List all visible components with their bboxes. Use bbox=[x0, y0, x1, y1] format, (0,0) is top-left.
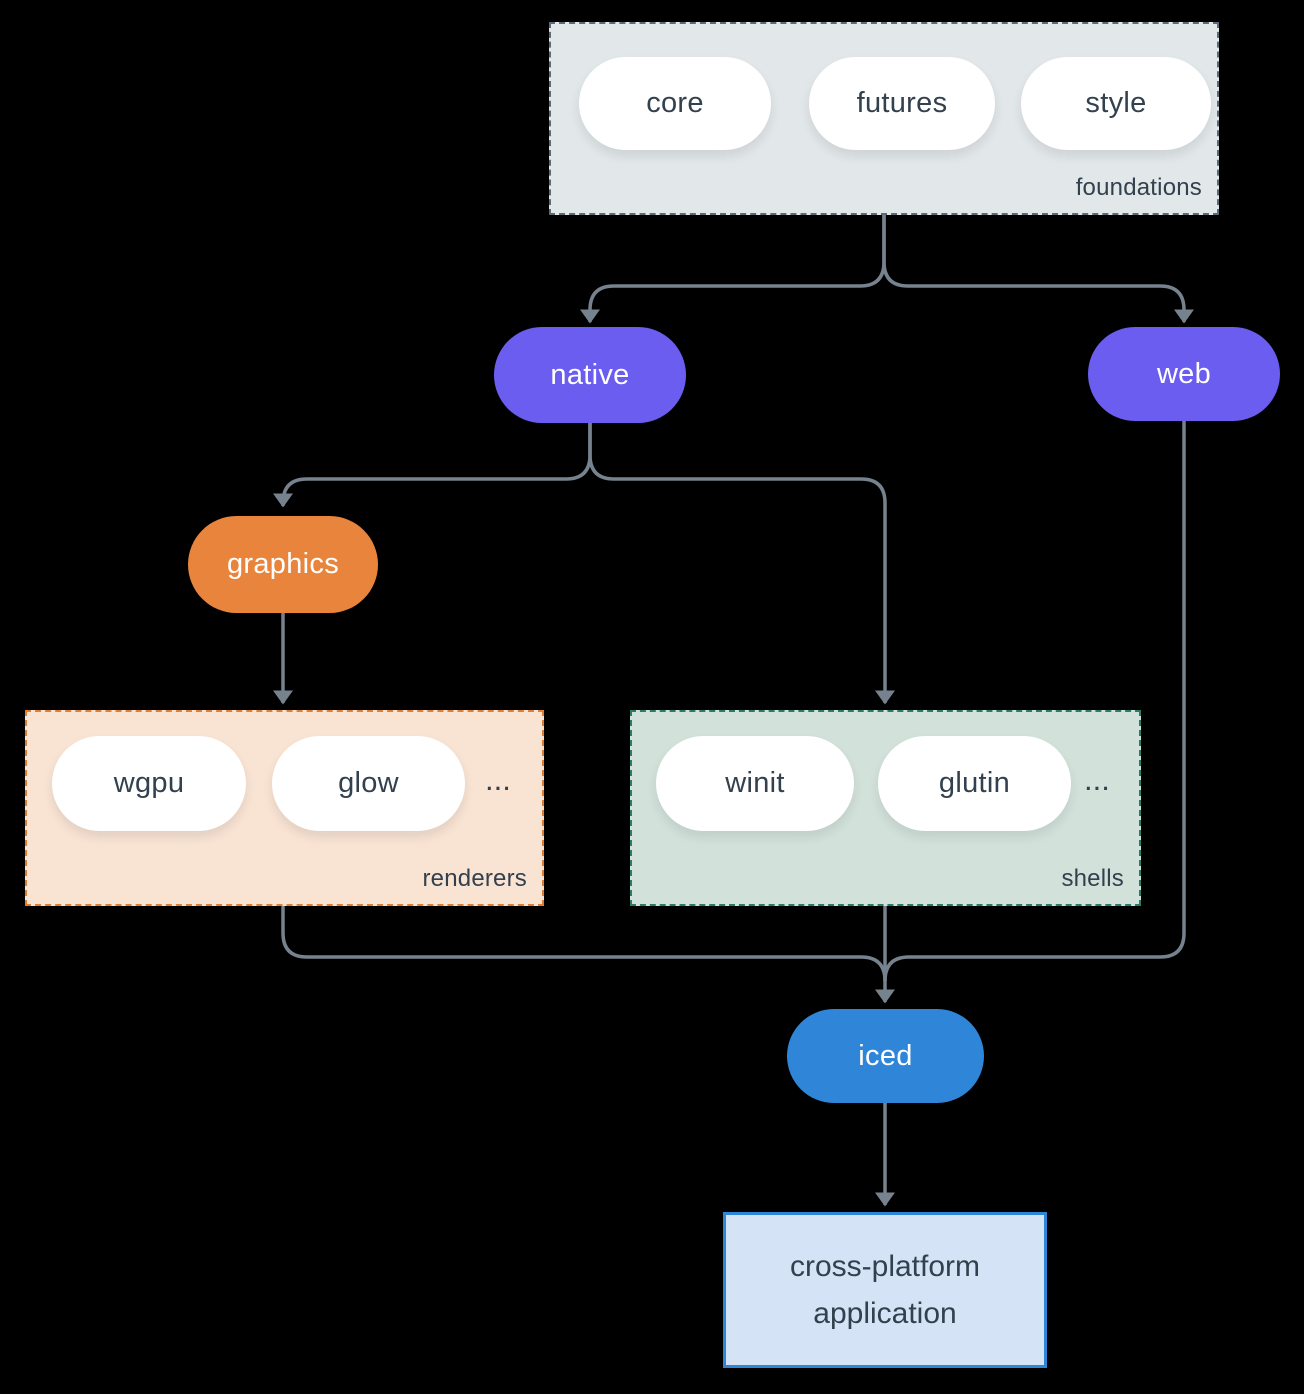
edge-native-shells bbox=[588, 423, 895, 705]
shells-ellipsis: ... bbox=[1084, 762, 1110, 797]
edge-native-graphics bbox=[273, 423, 592, 508]
renderers-ellipsis: ... bbox=[485, 762, 511, 797]
cluster-renderers: wgpu glow ... renderers bbox=[25, 710, 544, 906]
node-web: web bbox=[1088, 327, 1280, 421]
cluster-foundations-label: foundations bbox=[1075, 174, 1202, 201]
node-futures: futures bbox=[809, 57, 995, 150]
node-core: core bbox=[579, 57, 771, 150]
node-glow: glow bbox=[272, 736, 465, 831]
node-iced: iced bbox=[787, 1009, 984, 1103]
node-graphics: graphics bbox=[188, 516, 378, 613]
node-native: native bbox=[494, 327, 686, 423]
node-wgpu: wgpu bbox=[52, 736, 246, 831]
edge-web-iced bbox=[883, 421, 1186, 982]
node-style: style bbox=[1021, 57, 1211, 150]
cluster-shells: winit glutin ... shells bbox=[630, 710, 1141, 906]
edge-foundations-web bbox=[882, 215, 1194, 324]
node-glutin: glutin bbox=[878, 736, 1071, 831]
cluster-renderers-label: renderers bbox=[422, 865, 527, 892]
cluster-foundations: core futures style foundations bbox=[549, 22, 1219, 215]
cluster-shells-label: shells bbox=[1061, 865, 1124, 892]
node-winit: winit bbox=[656, 736, 854, 831]
edge-foundations-native bbox=[580, 215, 886, 324]
edge-renderers-iced bbox=[281, 906, 887, 982]
node-cross-platform-application: cross-platform application bbox=[723, 1212, 1047, 1368]
